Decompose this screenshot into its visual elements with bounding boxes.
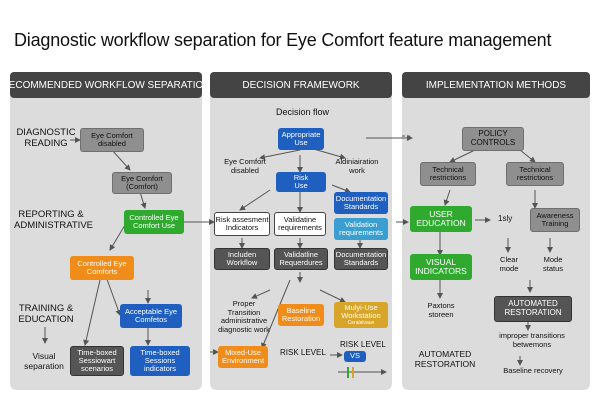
node-time-boxed-scenarios: Time-boxed Sessiowart scenarios (70, 346, 124, 376)
node-risk-use: Risk Use (276, 172, 326, 192)
node-automated-restoration: AUTOMATED RESTORATION (494, 296, 572, 322)
right-panel-header: IMPLEMENTATION METHODS (402, 72, 590, 98)
node-policy-controls: POLICY CONTROLS (462, 127, 524, 151)
multi-use-workstation-label: Mulyi-Use Workstation (341, 303, 381, 321)
node-mixed-use-environment: Mixed-Use Environment (218, 346, 268, 368)
node-user-education: USER EDUCATION (410, 206, 472, 232)
risk-level-label-b: RISK LEVEL (340, 340, 386, 349)
node-awareness-training: Awareness Training (530, 208, 580, 232)
multi-use-workstation-sublabel: Ceralalvaun (347, 319, 375, 326)
automated-restoration-text: AUTOMATED RESTORATION (414, 349, 476, 369)
row-label-reporting-administrative: REPORTING & ADMINISTRATIVE (14, 209, 93, 231)
node-validation-procedures: Validatline Requerdures (274, 248, 328, 270)
node-technical-restrictions-a: Technical restrictions (420, 162, 476, 186)
node-appropriate-use: Appropriate Use (278, 128, 324, 150)
node-eye-comfort-disabled-middle: Eye Comfort disabled (224, 157, 266, 175)
row-label-visual-separation: Visual separation (24, 351, 64, 371)
node-risk-assessment-indicators: Risk assesment Indicators (214, 212, 270, 236)
middle-panel-header: DECISION FRAMEWORK (210, 72, 392, 98)
node-acceptable-eye-comfort: Acceptable Eye Comfetos (120, 304, 182, 328)
node-baseline-restoration: Baseline Restoration (278, 304, 324, 326)
improper-transitions-text: improper transitions betwemons (499, 331, 565, 349)
proper-transition-text: Proper Transition administrative diagnos… (218, 299, 270, 334)
decision-flow-label: Decision flow (276, 107, 330, 117)
clear-mode-text: Clear mode (499, 255, 519, 273)
node-administration-work: Aldiniairation work (335, 157, 379, 175)
page-title: Diagnostic workflow separation for Eye C… (14, 30, 552, 50)
risk-level-label-a: RISK LEVEL (280, 348, 326, 357)
isly-text: 1sly (498, 214, 513, 223)
node-documentation-standards: Documentation Standards (334, 192, 388, 214)
mode-status-text: Mode status (542, 255, 563, 273)
row-label-training-education: TRAINING & EDUCATION (18, 303, 74, 325)
node-validation-requirements-2: Validation requirements (334, 218, 388, 240)
paxtons-storeen-text: Paxtons storeen (427, 301, 455, 319)
node-validation-requirements: Validatine requirements (274, 212, 326, 236)
node-eye-comfort-disabled: Eye Comfort disabled (80, 128, 144, 152)
node-controlled-eye-comforts: Controlled Eye Comforts (70, 256, 134, 280)
row-label-diagnostic-reading: DIAGNOSTIC READING (16, 127, 76, 149)
node-included-workflow: Includen Workflow (214, 248, 270, 270)
node-multi-use-workstation: Mulyi-Use Workstation Ceralalvaun (334, 302, 388, 328)
baseline-recovery-text: Baseline recovery (503, 366, 563, 375)
node-eye-comfort-comfort: Eye Comfort (Comfort) (112, 172, 172, 194)
node-time-boxed-indicators: Time-boxed Sessions indicators (130, 346, 190, 376)
node-visual-indicators: VISUAL INDICATORS (410, 254, 472, 280)
vs-badge: VS (344, 351, 366, 362)
node-controlled-eye-comfort-use: Controlled Eye Comfort Use (124, 210, 184, 234)
left-panel-header: RECOMMENDED WORKFLOW SEPARATION (1, 72, 211, 98)
node-documentation-standards-2: Documentation Standards (334, 248, 388, 270)
node-technical-restrictions-b: Technical restrictions (506, 162, 564, 186)
